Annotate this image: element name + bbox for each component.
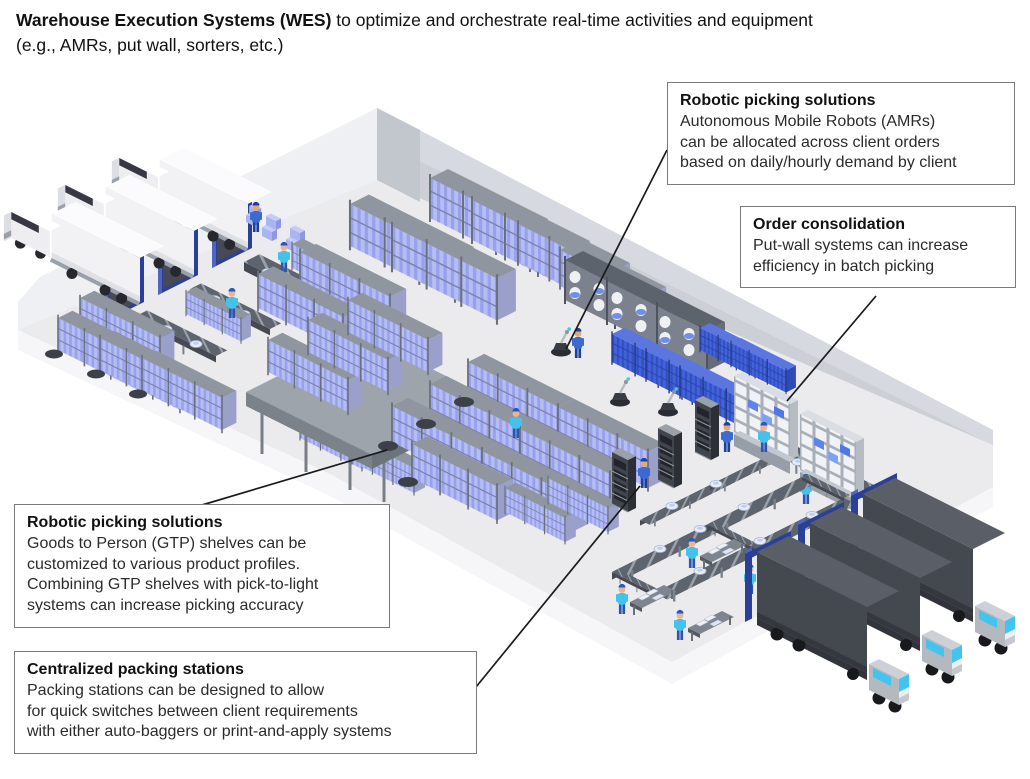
leader-line-packing	[475, 485, 641, 688]
leader-line-amr	[565, 149, 668, 350]
title-line-2: (e.g., AMRs, put wall, sorters, etc.)	[16, 34, 284, 55]
callout-title: Robotic picking solutions	[680, 92, 876, 109]
leader-lines	[201, 149, 877, 688]
callout-title: Order consolidation	[753, 216, 906, 233]
callout-robotic-picking-amr: Robotic picking solutions Autonomous Mob…	[667, 82, 1015, 186]
callout-order-consolidation: Order consolidation Put-wall systems can…	[740, 206, 1016, 289]
callout-centralized-packing: Centralized packing stations Packing sta…	[14, 651, 477, 755]
title-rest: to optimize and orchestrate real-time ac…	[331, 10, 813, 30]
callout-title: Centralized packing stations	[27, 661, 244, 678]
back-right-wall-face	[377, 108, 993, 445]
wall-corner-shade	[377, 108, 420, 202]
gtp-shelf-rows	[378, 352, 666, 546]
title-bold: Warehouse Execution Systems (WES)	[16, 10, 332, 30]
callout-body: Put-wall systems can increase efficiency…	[753, 236, 969, 275]
left-rack-cluster	[45, 289, 238, 435]
callout-body: Packing stations can be designed to allo…	[27, 681, 392, 741]
figure-title: Warehouse Execution Systems (WES) to opt…	[16, 8, 1016, 58]
conveyor-return	[454, 397, 474, 407]
callout-title: Robotic picking solutions	[27, 514, 223, 531]
title-line-1: Warehouse Execution Systems (WES) to opt…	[16, 8, 1016, 33]
callout-body: Goods to Person (GTP) shelves can be cus…	[27, 534, 319, 615]
leader-line-gtp	[201, 449, 388, 506]
callout-body: Autonomous Mobile Robots (AMRs) can be a…	[680, 112, 957, 172]
callout-robotic-picking-gtp: Robotic picking solutions Goods to Perso…	[14, 504, 390, 628]
conveyor-return	[416, 419, 436, 429]
conveyor-return	[398, 477, 418, 487]
leader-line-putwall	[786, 295, 877, 402]
conveyor-return	[378, 441, 398, 451]
